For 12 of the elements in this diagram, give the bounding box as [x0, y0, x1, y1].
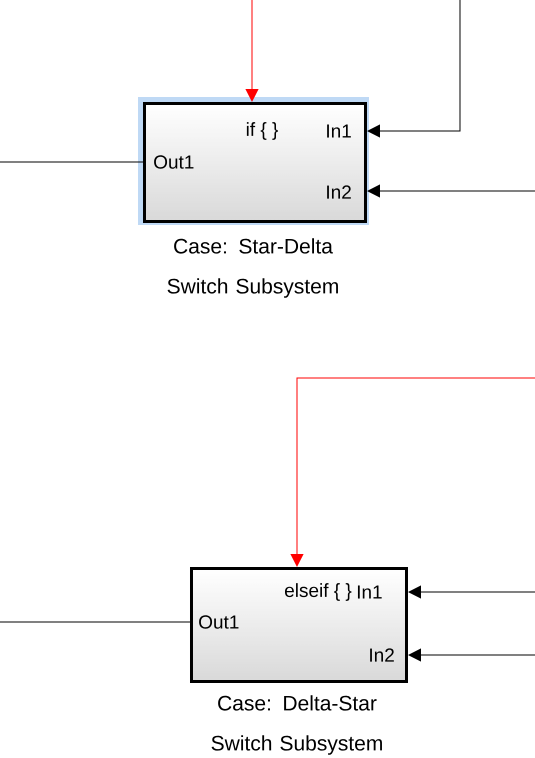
port-label: Out1 — [154, 155, 194, 169]
port-label: In2 — [370, 648, 394, 662]
subsystem-block — [190, 567, 408, 683]
condition-label: if { } — [246, 122, 278, 140]
port-label: In1 — [327, 124, 351, 138]
block-caption: Case: Star-Delta Switch Subsystem — [168, 238, 338, 298]
subsystem-block — [138, 97, 369, 225]
port-label: In2 — [327, 185, 351, 199]
port-label: Out1 — [199, 615, 238, 629]
port-label: In1 — [358, 585, 382, 599]
block-caption: Case: Delta-Star Switch Subsystem — [212, 695, 382, 755]
condition-label: elseif { } — [285, 583, 352, 601]
